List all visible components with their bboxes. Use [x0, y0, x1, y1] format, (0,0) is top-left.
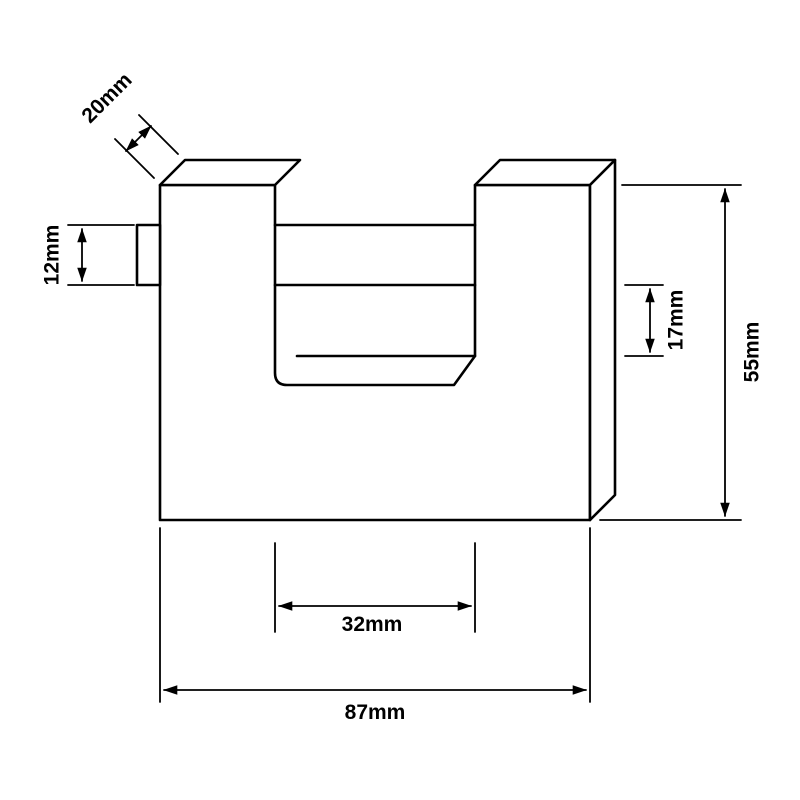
shackle-protruding-end [135, 223, 162, 287]
dim-body-height: 55mm [599, 184, 764, 521]
dim-block-depth-label: 20mm [77, 68, 136, 127]
dim-body-width-label: 87mm [345, 701, 406, 724]
dim-shackle-diameter: 12mm [41, 224, 135, 286]
body-right-side-face [588, 158, 617, 522]
dim-slot-width: 32mm [274, 542, 476, 636]
dim-shackle-clearance-label: 17mm [665, 290, 688, 351]
dim-block-depth: 20mm [77, 68, 179, 179]
padlock-shackle [135, 223, 477, 287]
dim-block-depth-ext-2 [138, 114, 179, 155]
dim-block-depth-ext-1 [114, 138, 155, 179]
body-front-face [158, 183, 592, 522]
dim-slot-width-label: 32mm [342, 613, 403, 636]
dim-body-height-label: 55mm [741, 322, 764, 383]
padlock-body [158, 158, 617, 522]
dim-block-depth-arrow [125, 125, 152, 152]
left-block-top-face [158, 158, 302, 187]
dim-shackle-diameter-label: 12mm [41, 225, 64, 286]
dim-shackle-clearance: 17mm [624, 284, 688, 357]
dim-body-width: 87mm [159, 527, 591, 724]
